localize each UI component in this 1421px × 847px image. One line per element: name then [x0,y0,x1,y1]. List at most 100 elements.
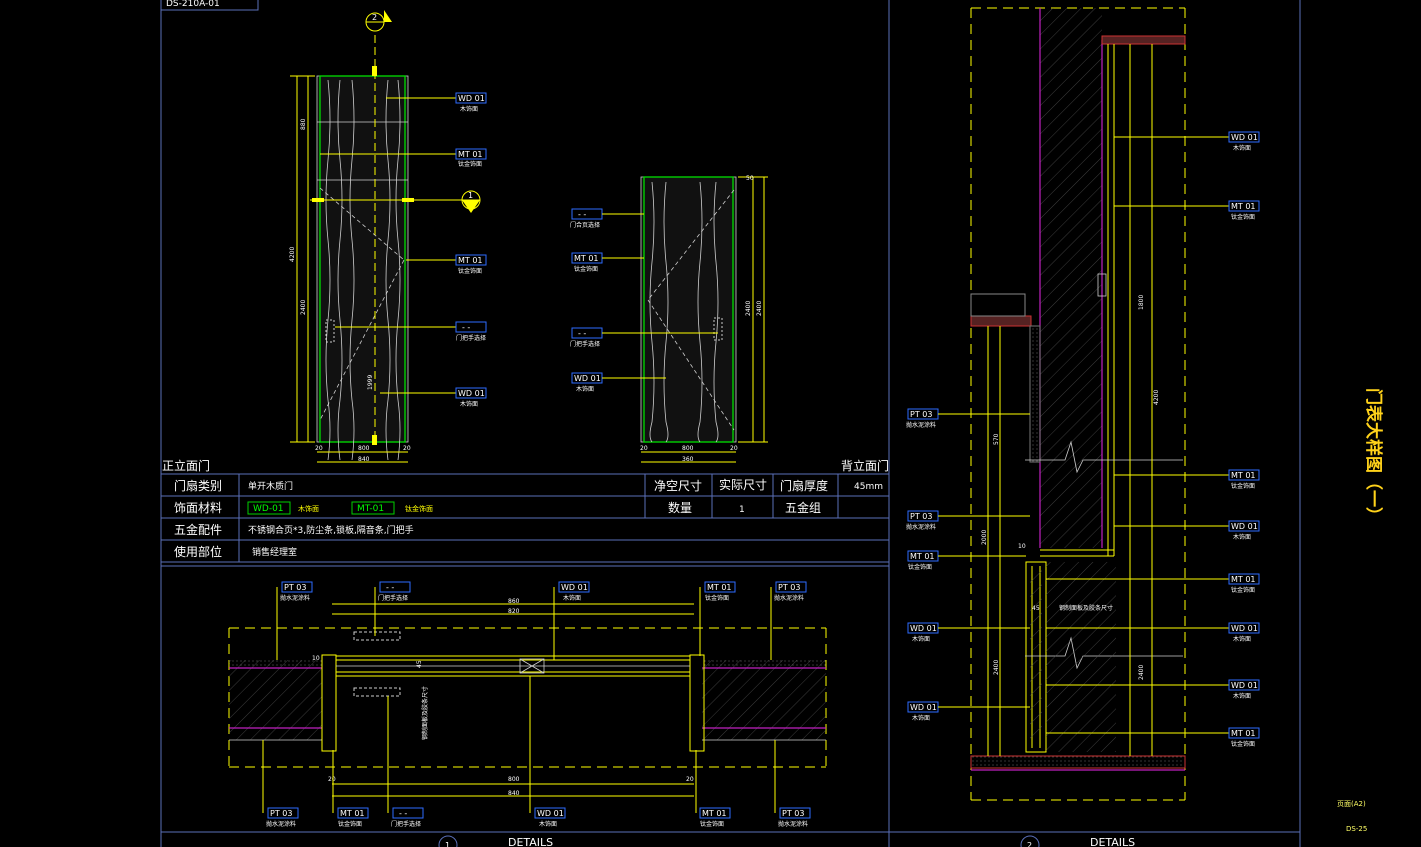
svg-text:钢制面板及胶条尺寸: 钢制面板及胶条尺寸 [1059,604,1113,612]
svg-text:钛金饰面: 钛金饰面 [574,265,598,273]
back-elevation-label: 背立面门 [841,458,889,473]
svg-text:- -: - - [462,323,470,332]
svg-text:钛金饰面: 钛金饰面 [908,563,932,571]
svg-text:20: 20 [640,445,648,452]
page-number: DS-25 [1346,825,1367,833]
svg-text:MT 01: MT 01 [707,583,732,592]
svg-text:570: 570 [993,433,1000,445]
svg-text:20: 20 [328,776,336,783]
svg-text:木饰面: 木饰面 [460,400,478,408]
svg-text:门合页选择: 门合页选择 [570,221,600,229]
top-ref-box [160,0,259,11]
svg-text:门把手选择: 门把手选择 [456,334,486,342]
svg-text:木饰面: 木饰面 [1233,533,1251,541]
svg-text:钛金饰面: 钛金饰面 [700,820,724,828]
row2-label: 饰面材料 [174,501,222,515]
svg-text:WD 01: WD 01 [910,703,937,712]
svg-text:10: 10 [1018,543,1026,550]
svg-text:木饰面: 木饰面 [912,635,930,643]
net-size-label: 净空尺寸 [654,479,702,493]
svg-text:WD 01: WD 01 [458,94,485,103]
back-elevation: 2400 2400 50 20 800 20 360 [640,175,768,463]
svg-text:木饰面: 木饰面 [563,594,581,602]
door-thickness-value: 45mm [854,482,883,492]
qty-value: 1 [739,505,745,515]
vertical-tags-right: WD 01 木饰面 MT 01 钛金饰面 MT 01 钛金饰面 WD 01 木饰… [1046,131,1260,748]
svg-text:WD 01: WD 01 [561,583,588,592]
svg-text:20: 20 [403,445,411,452]
qty-label: 数量 [668,500,692,515]
svg-text:50: 50 [746,175,754,182]
row1-value: 单开木质门 [248,480,293,492]
svg-text:PT 03: PT 03 [782,809,804,818]
svg-text:WD 01: WD 01 [910,624,937,633]
svg-text:WD 01: WD 01 [1231,133,1258,142]
svg-text:MT 01: MT 01 [1231,202,1256,211]
svg-text:抛水泥涂料: 抛水泥涂料 [906,421,936,429]
svg-text:2400: 2400 [756,301,763,316]
svg-text:2: 2 [1027,841,1032,847]
svg-text:木饰面: 木饰面 [1233,692,1251,700]
svg-text:抛水泥涂料: 抛水泥涂料 [774,594,804,602]
svg-text:20: 20 [315,445,323,452]
vertical-section: 1800 4200 2400 570 2000 2400 10 45 钢制面板及… [970,7,1186,801]
svg-text:木饰面: 木饰面 [1233,144,1251,152]
mat2-code: MT-01 [357,504,384,514]
mat2-name: 钛金饰面 [405,504,433,513]
svg-text:840: 840 [508,790,520,797]
details-label-1: DETAILS [508,836,553,847]
svg-text:门把手选择: 门把手选择 [378,594,408,602]
svg-text:- -: - - [386,583,394,592]
svg-text:门把手选择: 门把手选择 [570,340,600,348]
svg-text:钛金饰面: 钛金饰面 [705,594,729,602]
svg-text:WD 01: WD 01 [1231,681,1258,690]
top-ref-text: DS-210A-01 [166,0,220,9]
svg-text:860: 860 [508,598,520,605]
svg-text:45: 45 [416,660,423,668]
svg-text:4200: 4200 [289,247,296,262]
svg-text:木饰面: 木饰面 [1233,635,1251,643]
svg-text:钛金饰面: 钛金饰面 [1231,213,1255,221]
svg-text:钛金饰面: 钛金饰面 [1231,740,1255,748]
svg-text:钢制面板及胶条尺寸: 钢制面板及胶条尺寸 [421,686,429,740]
svg-text:WD 01: WD 01 [537,809,564,818]
svg-text:2400: 2400 [993,660,1000,675]
svg-text:PT 03: PT 03 [778,583,800,592]
mat1-code: WD-01 [253,504,284,514]
svg-text:门把手选择: 门把手选择 [391,820,421,828]
svg-text:800: 800 [358,445,370,452]
svg-text:钛金饰面: 钛金饰面 [338,820,362,828]
svg-text:10: 10 [312,655,320,662]
svg-text:木饰面: 木饰面 [912,714,930,722]
row4-label: 使用部位 [174,544,222,559]
details-label-2: DETAILS [1090,836,1135,847]
svg-text:MT 01: MT 01 [458,150,483,159]
door-spec-table [160,473,890,567]
svg-text:880: 880 [300,118,307,130]
svg-text:木饰面: 木饰面 [576,385,594,393]
svg-text:MT 01: MT 01 [1231,471,1256,480]
svg-text:MT 01: MT 01 [458,256,483,265]
svg-text:MT 01: MT 01 [702,809,727,818]
svg-text:800: 800 [508,776,520,783]
svg-text:20: 20 [686,776,694,783]
svg-text:- -: - - [578,329,586,338]
svg-text:木饰面: 木饰面 [460,105,478,113]
svg-text:45: 45 [1032,605,1040,612]
svg-text:WD 01: WD 01 [574,374,601,383]
front-tags: WD 01 木饰面 MT 01 钛金饰面 MT 01 钛金饰面 - - 门把手选… [320,92,487,408]
svg-text:2000: 2000 [981,530,988,545]
svg-text:2400: 2400 [300,300,307,315]
row3-value: 不锈钢合页*3,防尘条,锁板,隔音条,门把手 [248,524,414,536]
svg-text:840: 840 [358,456,370,463]
door-thickness-label: 门扇厚度 [780,478,828,493]
svg-text:抛水泥涂料: 抛水泥涂料 [906,523,936,531]
svg-text:MT 01: MT 01 [574,254,599,263]
svg-text:- -: - - [578,210,586,219]
page-label: 页面(A2) [1337,800,1366,808]
row1-label: 门扇类别 [174,478,222,493]
svg-text:抛水泥涂料: 抛水泥涂料 [280,594,310,602]
svg-text:PT 03: PT 03 [270,809,292,818]
svg-text:木饰面: 木饰面 [539,820,557,828]
svg-text:WD 01: WD 01 [1231,522,1258,531]
